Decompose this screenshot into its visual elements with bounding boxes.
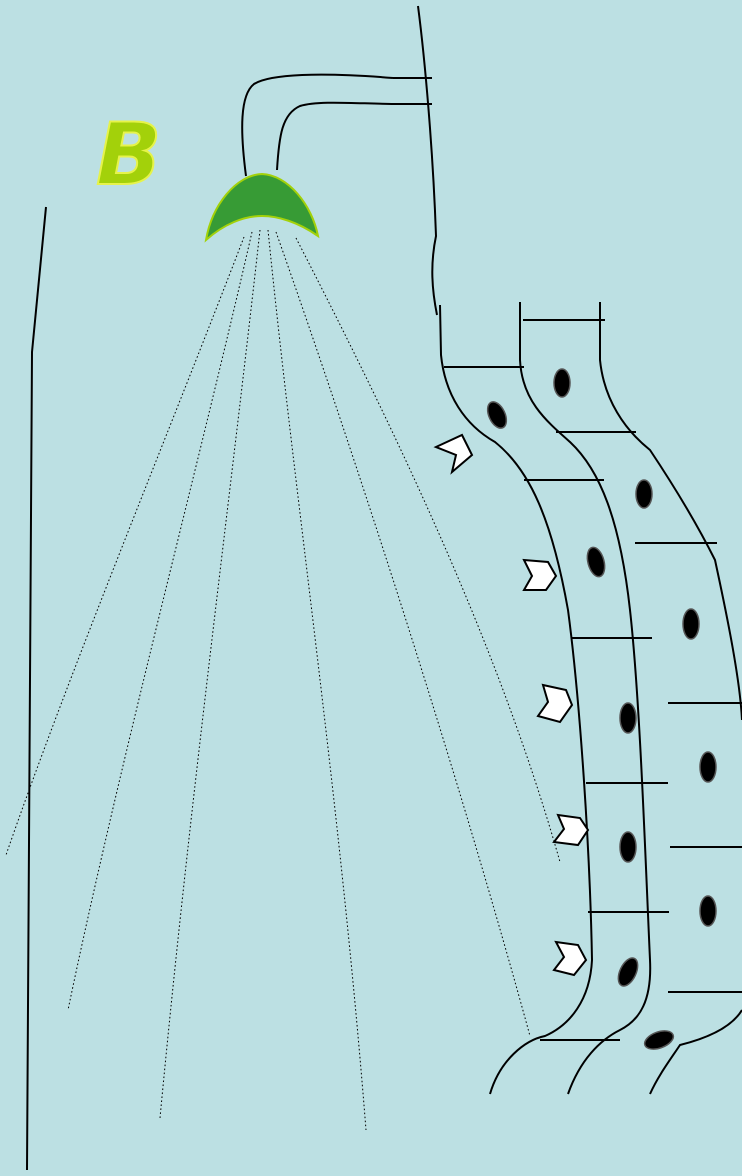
nucleus [484,399,510,431]
nucleus [554,369,570,397]
shower-pipe [242,6,437,315]
left-wall-line [27,207,46,1170]
nucleus [620,703,636,733]
showerhead [206,174,318,240]
nucleus [700,896,716,926]
flow-arrows [436,435,588,975]
nucleus [584,545,607,578]
nucleus [620,832,636,862]
nucleus [614,955,641,989]
flow-arrow [538,685,572,722]
flow-arrow [524,560,556,590]
nucleus [700,752,716,782]
nucleus [636,480,652,508]
water-spray-lines [6,230,560,1130]
nucleus [642,1027,676,1052]
flow-arrow [436,435,472,472]
flow-arrow [554,942,586,975]
nucleus [683,609,699,639]
cell-nuclei [484,369,716,1053]
flow-arrow [554,815,588,845]
epithelial-cell-layers [440,302,742,1094]
